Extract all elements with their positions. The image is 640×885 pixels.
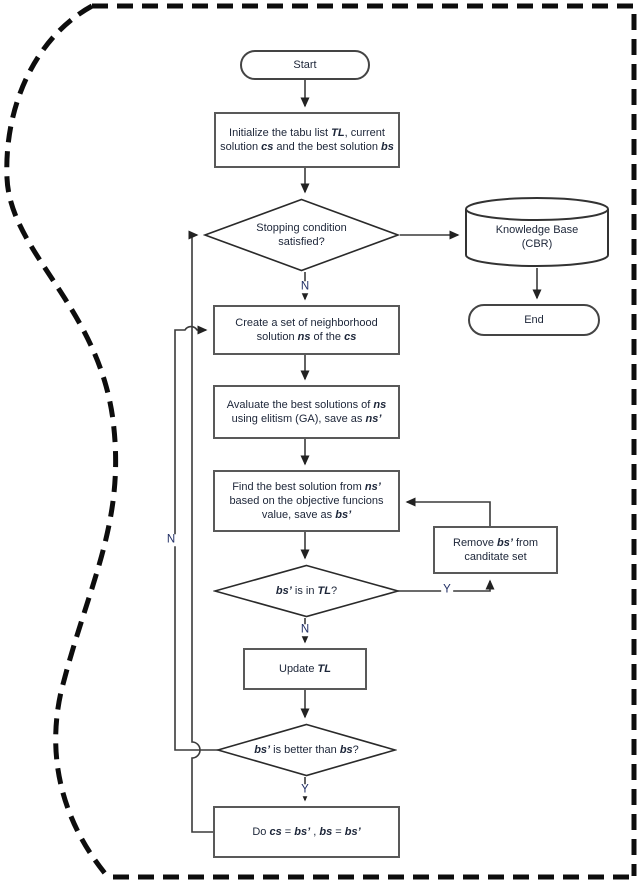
find-best-solution-text: Find the best solution from ns’ based on… bbox=[229, 480, 384, 522]
assign-solutions-step: Do cs = bs’ , bs = bs’ bbox=[213, 806, 400, 858]
stopping-condition-text: Stopping condition satisfied? bbox=[256, 221, 347, 248]
edge-remove-find bbox=[405, 497, 491, 526]
start-node: Start bbox=[240, 50, 370, 80]
edge-label-tabu-no: N bbox=[298, 623, 312, 636]
edge-label-stopping-no: N bbox=[298, 280, 312, 293]
assign-solutions-text: Do cs = bs’ , bs = bs’ bbox=[252, 825, 361, 838]
end-node: End bbox=[468, 304, 600, 336]
is-better-decision: bs’ is better than bs? bbox=[216, 723, 397, 777]
knowledge-base-datastore: Knowledge Base(CBR) bbox=[464, 196, 610, 268]
diamond-shape bbox=[213, 564, 400, 618]
edge-label-better-yes: Y bbox=[299, 783, 311, 796]
edge-better-create-no bbox=[174, 325, 218, 751]
cylinder-shape bbox=[465, 197, 609, 267]
find-best-solution-step: Find the best solution from ns’ based on… bbox=[213, 470, 400, 532]
edge-do-stopping-loop bbox=[188, 230, 213, 833]
create-neighborhood-text: Create a set of neighborhood solution ns… bbox=[235, 316, 378, 343]
is-better-decision-text: bs’ is better than bs? bbox=[254, 743, 359, 756]
remove-candidate-text: Remove bs’ from canditate set bbox=[453, 536, 538, 563]
update-tabu-step: Update TL bbox=[243, 648, 367, 690]
stopping-condition-decision: Stopping condition satisfied? bbox=[203, 198, 400, 272]
diamond-shape bbox=[216, 723, 397, 777]
end-label: End bbox=[524, 313, 544, 326]
evaluate-solutions-step: Avaluate the best solutions of ns using … bbox=[213, 385, 400, 439]
evaluate-solutions-text: Avaluate the best solutions of ns using … bbox=[226, 398, 387, 425]
remove-candidate-step: Remove bs’ from canditate set bbox=[433, 526, 558, 574]
dashed-border-left-curve bbox=[4, 3, 119, 879]
knowledge-base-text: Knowledge Base(CBR) bbox=[495, 223, 579, 250]
tabu-list-decision-text: bs’ is in TL? bbox=[275, 584, 338, 597]
start-label: Start bbox=[293, 58, 317, 71]
edge-intl-remove-yes bbox=[398, 579, 495, 592]
create-neighborhood-step: Create a set of neighborhood solution ns… bbox=[213, 305, 400, 355]
update-tabu-text: Update TL bbox=[279, 662, 331, 675]
initialize-text: Initialize the tabu list TL, current sol… bbox=[220, 126, 394, 153]
tabu-list-decision: bs’ is in TL? bbox=[213, 564, 400, 618]
edge-label-better-no: N bbox=[164, 533, 178, 546]
initialize-step: Initialize the tabu list TL, current sol… bbox=[214, 112, 400, 168]
edge-label-tabu-yes: Y bbox=[441, 583, 453, 596]
diamond-shape bbox=[203, 198, 400, 272]
